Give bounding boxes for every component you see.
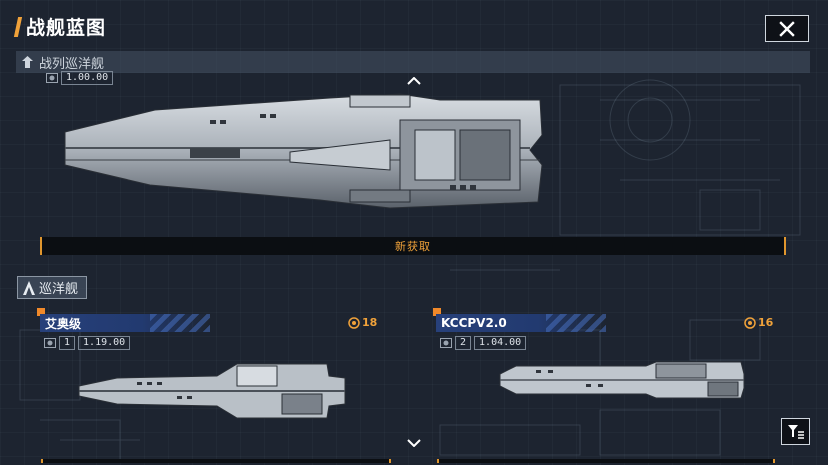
ship-name: KCCPV2.0 — [441, 316, 507, 330]
blueprint-icon — [439, 338, 452, 349]
ship-tier: 2 — [455, 336, 472, 350]
featured-version: 1.00.00 — [61, 71, 114, 85]
cruiser-category-tab[interactable]: 巡洋舰 — [17, 276, 87, 299]
chevron-down-icon — [407, 439, 421, 447]
featured-version-badge: 1.00.00 — [45, 71, 114, 85]
ship-card[interactable]: KCCPV2.0 16 2 1.04.00 — [433, 308, 778, 465]
ship-image — [499, 361, 745, 399]
name-bar-stripes — [546, 314, 606, 332]
close-icon — [779, 20, 795, 37]
page-title: 战舰蓝图 — [26, 17, 107, 39]
card-bottom-bar — [41, 459, 391, 463]
ship-version: 1.19.00 — [78, 336, 131, 350]
name-bar-stripes — [150, 314, 210, 332]
ship-name-bar: 艾奥级 — [40, 314, 210, 332]
card-bottom-bar — [437, 459, 775, 463]
card-corner-marker — [37, 308, 45, 316]
featured-ship-image[interactable] — [60, 90, 545, 215]
resource-icon — [348, 316, 360, 329]
ship-cost-value: 18 — [362, 316, 378, 329]
ship-name: 艾奥级 — [45, 316, 82, 331]
cruiser-category-label: 巡洋舰 — [39, 282, 79, 297]
ship-cost: 16 — [744, 316, 773, 329]
ship-card[interactable]: 艾奥级 18 1 1.19.00 — [37, 308, 395, 465]
title-accent-mark — [13, 16, 23, 37]
new-acquired-label: 新获取 — [395, 240, 431, 253]
page-title-area: 战舰蓝图 — [13, 13, 107, 40]
filter-icon — [787, 424, 804, 439]
ship-cost-value: 16 — [758, 316, 774, 329]
ship-image — [78, 363, 346, 419]
ship-version-badge: 1 1.19.00 — [43, 336, 131, 350]
ship-version-badge: 2 1.04.00 — [439, 336, 527, 350]
scroll-down-button[interactable] — [404, 436, 424, 450]
new-acquired-bar: 新获取 — [40, 237, 786, 255]
chevron-up-icon — [407, 77, 421, 85]
close-button[interactable] — [765, 15, 809, 42]
card-corner-marker — [433, 308, 441, 316]
ship-tier: 1 — [59, 336, 76, 350]
rank-icon — [22, 56, 33, 68]
blueprint-icon — [43, 338, 56, 349]
featured-category-label: 战列巡洋舰 — [39, 56, 105, 72]
featured-category-header: 战列巡洋舰 — [16, 51, 810, 73]
ship-name-bar: KCCPV2.0 — [436, 314, 606, 332]
ship-cost: 18 — [348, 316, 377, 329]
ship-version: 1.04.00 — [474, 336, 527, 350]
resource-icon — [744, 316, 756, 329]
blueprint-icon — [45, 73, 58, 84]
filter-button[interactable] — [781, 418, 810, 445]
cruiser-icon — [23, 280, 35, 295]
scroll-up-button[interactable] — [404, 74, 424, 88]
